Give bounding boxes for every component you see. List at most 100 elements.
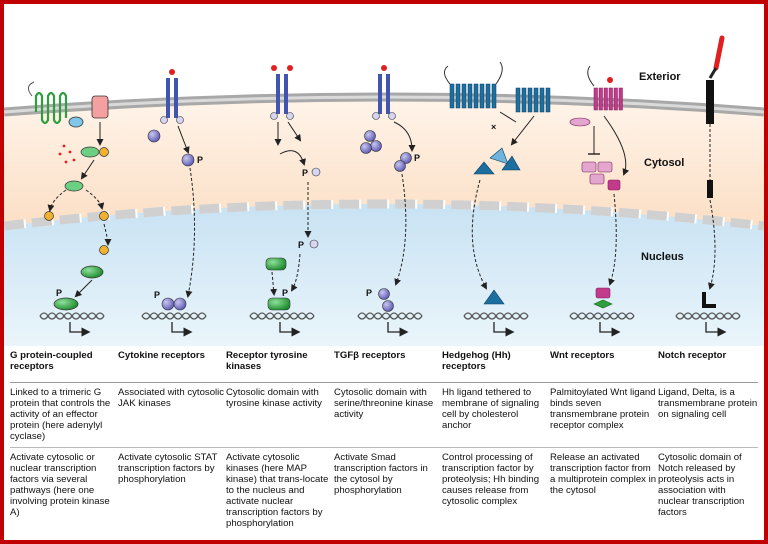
dna-helix bbox=[141, 312, 207, 337]
notch-receptor bbox=[706, 80, 714, 124]
dishevelled bbox=[569, 117, 591, 127]
phosphate-nuclear-tf: P bbox=[282, 288, 288, 298]
tgfb-mechanism: Activate Smad transcription factors in t… bbox=[334, 452, 428, 496]
label-nucleus: Nucleus bbox=[641, 251, 684, 263]
adenylyl-cyclase bbox=[91, 95, 109, 119]
smad-dna-2 bbox=[382, 300, 394, 312]
stat-dimer-left bbox=[161, 297, 175, 311]
wnt-description: Palmitoylated Wnt ligand binds seven tra… bbox=[550, 387, 656, 431]
tgfb-receptor-left bbox=[378, 74, 382, 114]
figure-frame: Exterior Cytosol Nucleus bbox=[4, 4, 764, 540]
column-tgfb: TGFβ receptors Cytosolic domain with ser… bbox=[334, 350, 442, 496]
transcription-arrow bbox=[279, 322, 301, 337]
nicd-on-dna bbox=[702, 292, 716, 308]
smad-phosphorylated-1 bbox=[400, 152, 412, 164]
patched-receptor bbox=[449, 83, 497, 109]
notch-mechanism: Cytosolic domain of Notch released by pr… bbox=[658, 452, 745, 518]
divider bbox=[442, 382, 550, 383]
tgfb-ligand bbox=[381, 65, 387, 71]
divider bbox=[442, 447, 550, 448]
divider bbox=[226, 382, 334, 383]
ci-activator bbox=[483, 289, 505, 305]
rtk-mechanism: Activate cytosolic kinases (here MAP kin… bbox=[226, 452, 329, 529]
tcf-factor bbox=[593, 299, 613, 309]
phosphate-gpcr: P bbox=[56, 288, 62, 298]
nuclear-tf-active bbox=[267, 297, 291, 311]
jak-kinase-left bbox=[160, 116, 168, 124]
tgfb-description: Cytosolic domain with serine/threonine k… bbox=[334, 387, 434, 420]
camp-dots bbox=[58, 144, 76, 164]
transcription-arrow bbox=[493, 322, 515, 337]
ci-complex-3 bbox=[501, 155, 521, 171]
ci-complex-2 bbox=[489, 147, 509, 165]
pka-catalytic-left bbox=[44, 211, 54, 221]
smoothened-receptor bbox=[515, 87, 551, 113]
transcription-arrow bbox=[599, 322, 621, 337]
pka-catalytic bbox=[99, 147, 109, 157]
pka-catalytic-nucleus bbox=[99, 245, 109, 255]
stat-inactive bbox=[147, 129, 161, 143]
divider bbox=[658, 447, 758, 448]
column-hedgehog: Hedgehog (Hh) receptors Hh ligand tether… bbox=[442, 350, 550, 507]
wnt-mechanism: Release an activated transcription facto… bbox=[550, 452, 657, 496]
notch-description: Ligand, Delta, is a transmembrane protei… bbox=[658, 387, 758, 420]
stat-phosphorylated bbox=[181, 153, 195, 167]
notch-pathway bbox=[702, 35, 725, 308]
map-kinase-nucleus bbox=[309, 239, 319, 249]
map-kinase bbox=[311, 167, 321, 177]
notch-intracellular-domain bbox=[707, 180, 713, 198]
divider bbox=[10, 447, 118, 448]
tgfb-title: TGFβ receptors bbox=[334, 350, 406, 361]
cytokine-mechanism: Activate cytosolic STAT transcription fa… bbox=[118, 452, 218, 485]
hedgehog-pathway: × bbox=[444, 61, 551, 305]
rtk-description: Cytosolic domain with tyrosine kinase ac… bbox=[226, 387, 322, 409]
transcription-arrow bbox=[171, 322, 193, 337]
divider bbox=[226, 447, 334, 448]
smad-3 bbox=[360, 142, 372, 154]
dna-helix bbox=[463, 312, 529, 337]
cytokine-description: Associated with cytosolic JAK kinases bbox=[118, 387, 225, 409]
cytokine-pathway: P P bbox=[147, 69, 203, 311]
cytokine-title: Cytokine receptors bbox=[118, 350, 205, 361]
destruction-complex-3 bbox=[589, 173, 605, 185]
phosphate-smad-dna: P bbox=[366, 288, 372, 298]
delta-ligand bbox=[713, 35, 725, 71]
hedgehog-title: Hedgehog (Hh) receptors bbox=[442, 350, 511, 372]
phosphate-rtk: P bbox=[302, 168, 308, 178]
nuclear-tf-inactive bbox=[265, 257, 287, 271]
ci-complex-1 bbox=[473, 161, 495, 175]
divider bbox=[550, 382, 658, 383]
dna-helix bbox=[675, 312, 741, 337]
smad-1 bbox=[364, 130, 376, 142]
divider bbox=[334, 447, 442, 448]
rtk-ligand-1 bbox=[271, 65, 277, 71]
phosphate-stat: P bbox=[197, 155, 203, 165]
cytokine-ligand bbox=[169, 69, 175, 75]
label-exterior: Exterior bbox=[639, 71, 681, 83]
rtk-receptor-left bbox=[276, 74, 280, 114]
rtk-kinase-right bbox=[286, 112, 294, 120]
smad-dna-1 bbox=[378, 288, 390, 300]
signaling-pathways-diagram: Exterior Cytosol Nucleus bbox=[4, 4, 764, 346]
divider bbox=[118, 382, 226, 383]
stat-dimer-right bbox=[173, 297, 187, 311]
jak-kinase-right bbox=[176, 116, 184, 124]
nucleus-region bbox=[4, 204, 764, 346]
gpcr-description: Linked to a trimeric G protein that cont… bbox=[10, 387, 111, 442]
tgfb-kinase-right bbox=[388, 112, 396, 120]
wnt-title: Wnt receptors bbox=[550, 350, 615, 361]
destruction-complex-2 bbox=[597, 161, 613, 173]
creb-factor bbox=[80, 265, 104, 279]
smad-2 bbox=[370, 140, 382, 152]
rtk-kinase-left bbox=[270, 112, 278, 120]
dna-helix bbox=[357, 312, 423, 337]
dna-helix bbox=[249, 312, 315, 337]
rtk-title: Receptor tyrosine kinases bbox=[226, 350, 308, 372]
dna-layer bbox=[39, 312, 741, 337]
rtk-ligand-2 bbox=[287, 65, 293, 71]
notch-title: Notch receptor bbox=[658, 350, 727, 361]
dna-helix bbox=[569, 312, 635, 337]
divider bbox=[334, 382, 442, 383]
phosphate-stat-dimer: P bbox=[154, 290, 160, 300]
gpcr-mechanism: Activate cytosolic or nuclear transcript… bbox=[10, 452, 110, 518]
